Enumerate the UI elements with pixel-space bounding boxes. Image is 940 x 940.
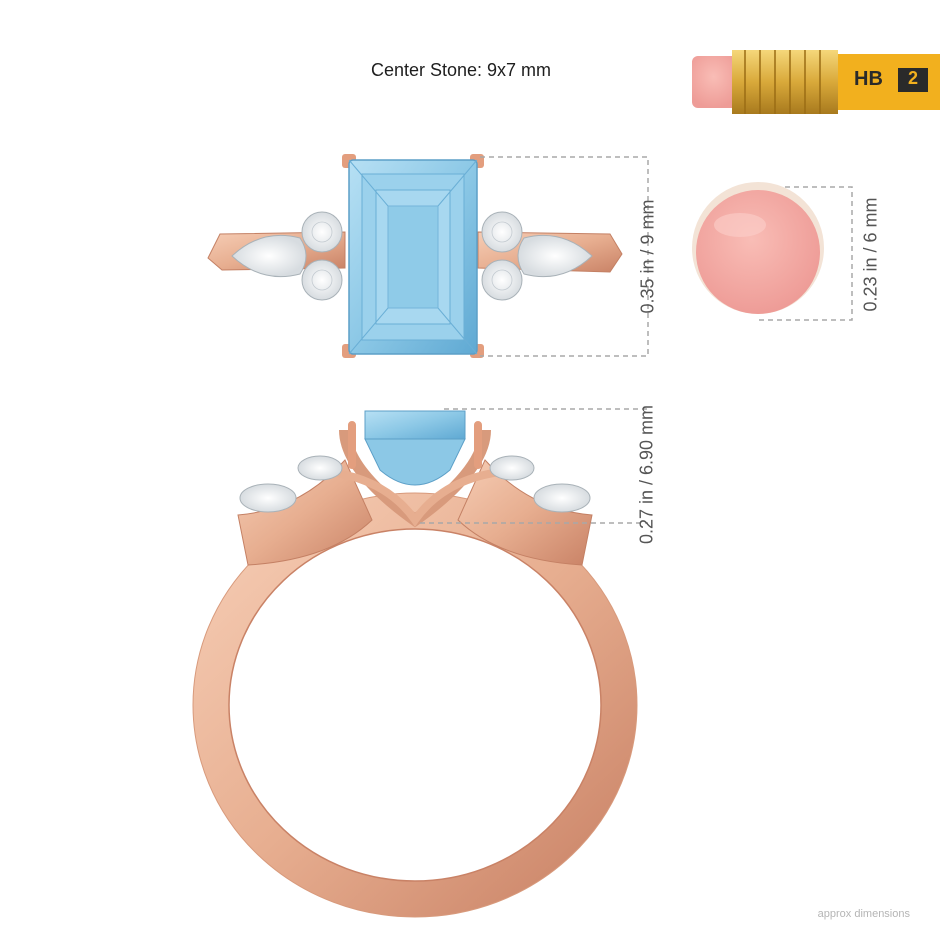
pencil-number-label: 2 (907, 68, 918, 88)
ring-top-view (207, 154, 623, 358)
marquise-left (231, 234, 307, 278)
round-diamond-3 (481, 211, 523, 253)
center-stone-title: Center Stone: 9x7 mm (370, 60, 552, 80)
top-view-dimension-label: 0.35 in / 9 mm (637, 199, 658, 314)
round-diamond-2 (301, 259, 343, 301)
eraser-icon (692, 182, 824, 314)
aquamarine-side-profile (364, 410, 466, 440)
dimension-lines (420, 156, 853, 524)
ring-side-view (192, 410, 638, 918)
round-diamond-1 (301, 211, 343, 253)
round-diamond-4 (481, 259, 523, 301)
side-view-dimension-label: 0.27 in / 6.90 mm (636, 404, 657, 545)
eraser-dimension-label: 0.23 in / 6 mm (860, 197, 881, 312)
ring-band-outer (193, 493, 637, 917)
approx-dimensions-note: approx dimensions (817, 908, 910, 920)
pencil-icon (692, 50, 940, 114)
pencil-grade-label: HB (854, 68, 883, 90)
marquise-right (517, 234, 593, 278)
